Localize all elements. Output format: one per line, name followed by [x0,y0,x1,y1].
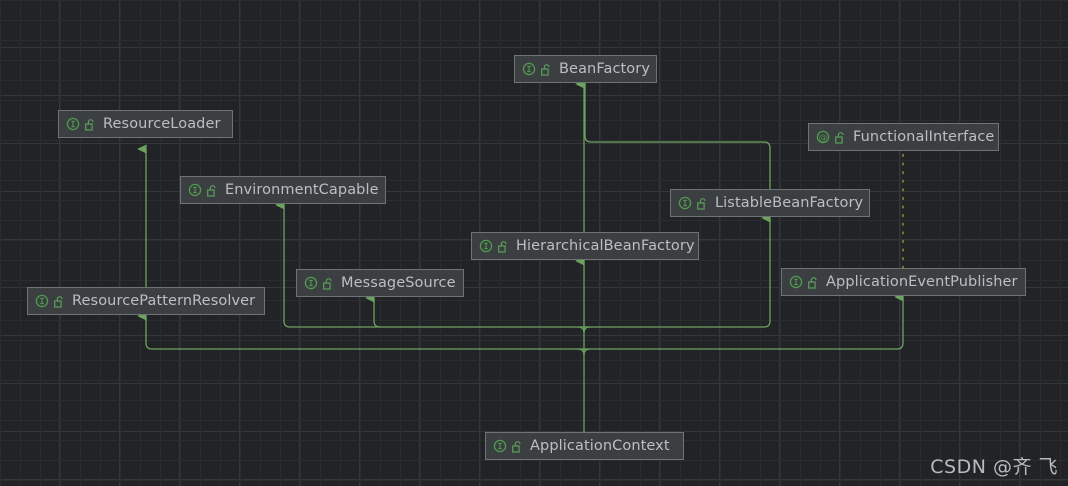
unlock-icon [207,183,218,197]
node-label: ResourcePatternResolver [72,292,256,309]
edge-applicationcontext-listablebeanfactory [584,213,771,328]
interface-icon [789,275,803,289]
node-applicationeventpublisher[interactable]: ApplicationEventPublisher [781,268,1026,296]
node-label: BeanFactory [559,60,651,77]
unlock-icon [512,439,523,453]
node-label: MessageSource [341,274,456,291]
interface-icon [66,117,80,131]
unlock-icon [808,275,819,289]
node-beanfactory[interactable]: BeanFactory [514,55,657,83]
node-hierarchicalbeanfactory[interactable]: HierarchicalBeanFactory [471,232,699,260]
watermark-text: CSDN @齐 飞 [930,456,1058,478]
edge-applicationcontext-applicationeventpublisher [584,292,904,350]
unlock-icon [323,276,334,290]
node-listablebeanfactory[interactable]: ListableBeanFactory [670,189,870,217]
edge-jump-lower [577,348,591,356]
interface-icon [304,276,318,290]
unlock-icon [541,62,552,76]
node-messagesource[interactable]: MessageSource [296,269,464,297]
node-applicationcontext[interactable]: ApplicationContext [485,432,684,460]
edge-listablebeanfactory-beanfactory [576,79,771,189]
unlock-icon [498,239,509,253]
interface-icon [479,239,493,253]
interface-icon [522,62,536,76]
node-environmentcapable[interactable]: EnvironmentCapable [180,176,386,204]
interface-icon [188,183,202,197]
node-functionalinterface[interactable]: @ FunctionalInterface [808,123,999,151]
interface-icon [678,196,692,210]
node-label: EnvironmentCapable [225,181,379,198]
annotation-icon: @ [816,130,830,144]
edge-applicationcontext-environmentcapable [275,200,584,328]
node-label: ApplicationEventPublisher [826,273,1018,290]
edge-applicationcontext-messagesource [365,293,381,328]
node-resourcepatternresolver[interactable]: ResourcePatternResolver [27,287,265,315]
node-label: ListableBeanFactory [715,194,864,211]
node-label: HierarchicalBeanFactory [516,237,695,254]
unlock-icon [85,117,96,131]
node-label: ApplicationContext [530,437,670,454]
node-label: ResourceLoader [103,115,221,132]
node-resourceloader[interactable]: ResourceLoader [58,110,233,138]
unlock-icon [54,294,65,308]
unlock-icon [835,130,846,144]
edge-jump-upper [577,326,591,334]
interface-icon [35,294,49,308]
interface-icon [493,439,507,453]
edge-applicationcontext-resourcepatternresolver [137,311,584,350]
node-label: FunctionalInterface [853,128,995,145]
unlock-icon [697,196,708,210]
svg-text:@: @ [819,133,828,143]
